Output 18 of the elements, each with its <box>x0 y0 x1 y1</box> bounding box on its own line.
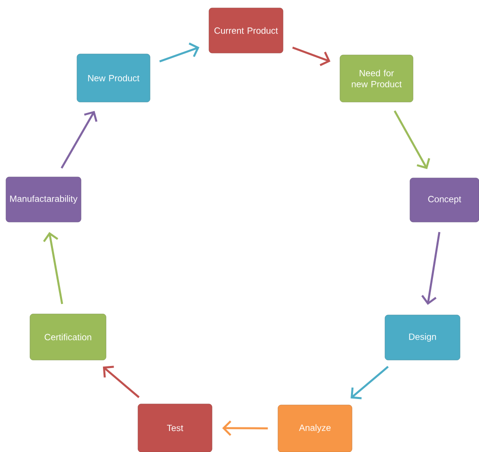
arrow <box>159 42 200 62</box>
arrow <box>394 110 430 170</box>
process-box: Certification <box>30 314 106 360</box>
process-box: Analyze <box>278 404 352 452</box>
arrow <box>43 232 64 304</box>
process-box: Current Product <box>208 8 284 54</box>
arrow <box>421 232 440 305</box>
process-box: Concept <box>410 178 479 222</box>
process-box: New Product <box>76 54 150 102</box>
arrow <box>102 366 140 398</box>
process-box: Test <box>138 404 212 452</box>
process-box: Need for new Product <box>340 54 414 102</box>
arrow <box>60 110 98 169</box>
arrow <box>350 366 389 400</box>
arrow <box>222 420 268 436</box>
arrow <box>292 46 330 66</box>
process-box: Manufactarability <box>6 176 82 222</box>
process-box: Design <box>384 314 460 360</box>
